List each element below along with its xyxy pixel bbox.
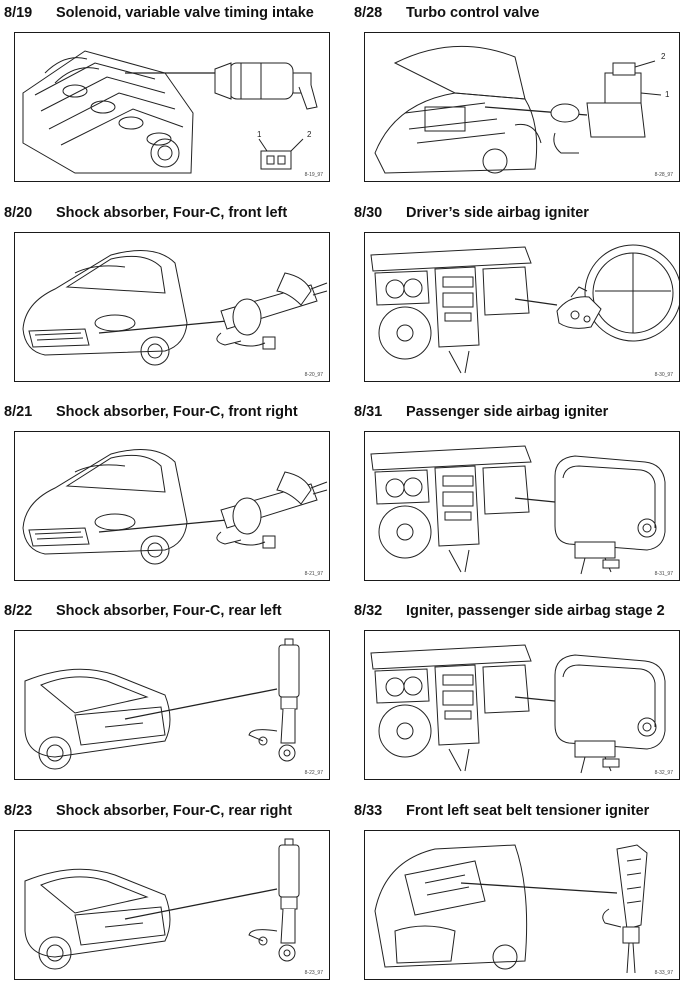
component-cell: 8/20 Shock absorber, Four-C, front left 8… xyxy=(4,202,334,398)
component-cell: 8/32 Igniter, passenger side airbag stage… xyxy=(354,600,682,796)
component-code: 8/33 xyxy=(354,803,383,819)
component-code: 8/32 xyxy=(354,603,383,619)
line-drawing xyxy=(370,445,666,575)
line-drawing xyxy=(374,844,648,974)
figure-id: 8-28_97 xyxy=(654,172,673,178)
component-title: Shock absorber, Four-C, front left xyxy=(56,205,288,221)
component-cell: 8/22 Shock absorber, Four-C, rear left 8-… xyxy=(4,600,334,796)
figure-id: 8-19_97 xyxy=(304,172,323,178)
component-heading: 8/32 Igniter, passenger side airbag stage… xyxy=(354,600,665,622)
component-illustration: 8-32_97 xyxy=(364,630,680,780)
figure-id: 8-23_97 xyxy=(304,970,323,976)
svg-text:2: 2 xyxy=(307,130,312,139)
figure-id: 8-32_97 xyxy=(654,770,673,776)
component-illustration: 8-30_97 xyxy=(364,232,680,382)
component-cell: 8/33 Front left seat belt tensioner ignit… xyxy=(354,800,682,996)
component-code: 8/30 xyxy=(354,205,383,221)
component-heading: 8/31 Passenger side airbag igniter xyxy=(354,401,608,423)
line-drawing xyxy=(370,644,666,774)
component-title: Front left seat belt tensioner igniter xyxy=(406,803,650,819)
component-heading: 8/30 Driver’s side airbag igniter xyxy=(354,202,589,224)
component-illustration: 8-31_97 xyxy=(364,431,680,581)
component-title: Passenger side airbag igniter xyxy=(406,404,609,420)
component-title: Igniter, passenger side airbag stage 2 xyxy=(406,603,665,619)
component-illustration: 8-22_97 xyxy=(14,630,330,780)
component-heading: 8/20 Shock absorber, Four-C, front left xyxy=(4,202,287,224)
line-drawing xyxy=(22,250,328,366)
component-code: 8/23 xyxy=(4,803,33,819)
component-cell: 8/19 Solenoid, variable valve timing inta… xyxy=(4,2,334,198)
component-heading: 8/23 Shock absorber, Four-C, rear right xyxy=(4,800,292,822)
component-title: Driver’s side airbag igniter xyxy=(406,205,589,221)
line-drawing xyxy=(24,838,300,970)
component-illustration: 8-33_97 xyxy=(364,830,680,980)
component-heading: 8/28 Turbo control valve xyxy=(354,2,539,24)
component-title: Turbo control valve xyxy=(406,5,540,21)
component-code: 8/21 xyxy=(4,404,33,420)
component-code: 8/31 xyxy=(354,404,383,420)
figure-id: 8-31_97 xyxy=(654,571,673,577)
component-illustration: 8-23_97 xyxy=(14,830,330,980)
component-cell: 8/23 Shock absorber, Four-C, rear right 8… xyxy=(4,800,334,996)
component-heading: 8/21 Shock absorber, Four-C, front right xyxy=(4,401,298,423)
component-code: 8/22 xyxy=(4,603,33,619)
figure-id: 8-22_97 xyxy=(304,770,323,776)
component-heading: 8/22 Shock absorber, Four-C, rear left xyxy=(4,600,282,622)
component-title: Solenoid, variable valve timing intake xyxy=(56,5,314,21)
component-code: 8/19 xyxy=(4,5,33,21)
component-illustration: 8-20_97 xyxy=(14,232,330,382)
component-illustration: 8-21_97 xyxy=(14,431,330,581)
line-drawing xyxy=(22,449,328,565)
line-drawing xyxy=(370,244,679,374)
component-title: Shock absorber, Four-C, rear left xyxy=(56,603,282,619)
component-heading: 8/33 Front left seat belt tensioner ignit… xyxy=(354,800,649,822)
svg-text:2: 2 xyxy=(661,52,666,61)
component-cell: 8/31 Passenger side airbag igniter 8-31_9… xyxy=(354,401,682,597)
svg-text:1: 1 xyxy=(257,130,262,139)
line-drawing: 21 xyxy=(374,45,670,174)
figure-id: 8-20_97 xyxy=(304,372,323,378)
svg-text:1: 1 xyxy=(665,90,670,99)
figure-id: 8-33_97 xyxy=(654,970,673,976)
line-drawing xyxy=(24,638,300,770)
figure-id: 8-30_97 xyxy=(654,372,673,378)
component-code: 8/20 xyxy=(4,205,33,221)
component-code: 8/28 xyxy=(354,5,383,21)
component-cell: 8/30 Driver’s side airbag igniter 8-30_97 xyxy=(354,202,682,398)
component-heading: 8/19 Solenoid, variable valve timing inta… xyxy=(4,2,314,24)
figure-id: 8-21_97 xyxy=(304,571,323,577)
component-title: Shock absorber, Four-C, front right xyxy=(56,404,298,420)
component-title: Shock absorber, Four-C, rear right xyxy=(56,803,293,819)
